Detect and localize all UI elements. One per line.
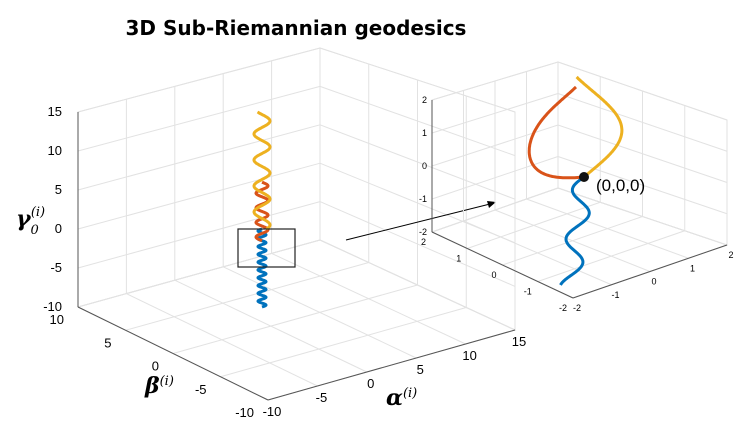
x-tick-label: 0 (367, 376, 374, 391)
main-curves (252, 110, 272, 309)
x-tick-label: -10 (263, 404, 282, 419)
origin-label: (0,0,0) (596, 176, 645, 195)
x-axis-label: α(i) (386, 385, 417, 411)
y-tick-label: -5 (195, 382, 207, 397)
inset-x-tick-label: -2 (573, 303, 581, 313)
inset-y-axis-line (431, 231, 574, 299)
chart-title: 3D Sub-Riemannian geodesics (126, 16, 467, 40)
series-line-1 (256, 227, 268, 309)
main-grid (77, 47, 516, 401)
inset-y-ticks: -2 -1 0 1 2 (421, 237, 567, 313)
z-axis-label: γ0(i) (16, 205, 45, 238)
inset-y-tick-label: 1 (456, 254, 461, 264)
x-tick-label: 15 (512, 334, 526, 349)
back-wall-left (77, 47, 321, 308)
inset-series-line-1 (559, 175, 591, 286)
x-tick-label: -5 (316, 390, 328, 405)
zoom-arrow-line (345, 203, 491, 241)
inset-y-tick-label: -1 (524, 287, 532, 297)
grid-line (77, 85, 321, 152)
inset-z-tick-label: -2 (419, 227, 427, 237)
inset-grid-line (537, 230, 685, 282)
inset-z-ticks: -2 -1 0 1 2 (419, 95, 427, 237)
inset-series-line-3 (575, 75, 624, 179)
inset-x-tick-label: -1 (611, 290, 619, 300)
series-line-2 (254, 180, 270, 243)
inset-series-line-2 (527, 85, 585, 180)
z-tick-label: 10 (48, 143, 62, 158)
inset-z-tick-label: 2 (422, 95, 427, 105)
inset-x-tick-label: 0 (651, 277, 656, 287)
z-tick-label: 0 (55, 221, 62, 236)
inset-grid-line (502, 216, 643, 266)
zoom-box (237, 228, 296, 268)
inset-plot: -2 -1 0 1 2 -2 -1 0 1 2 -2 -1 0 1 2 (0,0,0) (419, 61, 734, 313)
zoom-arrow-head (487, 201, 496, 208)
inset-grid-line (467, 201, 601, 249)
grid-line (172, 284, 418, 354)
inset-x-ticks: -2 -1 0 1 2 (573, 250, 734, 313)
x-ticks: -10 -5 0 5 10 15 (263, 334, 527, 419)
grid-line (77, 47, 321, 113)
inset-y-tick-label: -2 (559, 303, 567, 313)
inset-z-tick-label: 0 (422, 161, 427, 171)
inset-y-tick-label: 0 (491, 270, 496, 280)
x-axis-line (267, 329, 516, 401)
y-axis-line (77, 306, 269, 401)
z-tick-label: 15 (48, 104, 62, 119)
grid-line (125, 262, 369, 331)
inset-x-tick-label: 1 (690, 263, 695, 273)
inset-z-tick-label: 1 (422, 128, 427, 138)
grid-line (220, 307, 467, 378)
y-axis-label: β(i) (144, 373, 174, 399)
y-tick-label: 0 (152, 359, 159, 374)
inset-grid-line (431, 187, 559, 233)
z-tick-label: -10 (43, 299, 62, 314)
origin-marker (579, 172, 589, 182)
grid-line (77, 239, 321, 308)
y-tick-label: 5 (104, 335, 111, 350)
grid-line (77, 162, 321, 230)
grid-line (77, 201, 321, 269)
grid-line (77, 124, 321, 191)
z-tick-label: -5 (50, 260, 62, 275)
y-tick-label: 10 (50, 312, 64, 327)
series-line-3 (252, 110, 272, 231)
y-tick-label: -10 (235, 405, 254, 420)
inset-curves (527, 75, 624, 286)
z-tick-label: 5 (55, 182, 62, 197)
inset-x-axis-line (572, 244, 728, 299)
x-tick-label: 10 (462, 348, 476, 363)
inset-x-tick-label: 2 (728, 250, 733, 260)
z-ticks: -10 -5 0 5 10 15 (43, 104, 62, 314)
x-tick-label: 5 (417, 362, 424, 377)
inset-y-tick-label: 2 (421, 237, 426, 247)
inset-z-tick-label: -1 (419, 194, 427, 204)
y-ticks: -10 -5 0 5 10 (50, 312, 254, 420)
